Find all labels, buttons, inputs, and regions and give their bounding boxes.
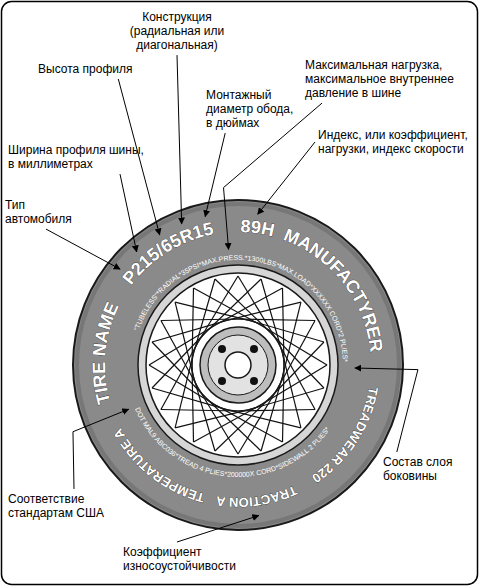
hub-center [225, 352, 251, 378]
callout-label: Состав слоя боковины [383, 455, 475, 483]
sidewall-marking: P215/65R15 [119, 218, 215, 288]
leader-line [177, 55, 182, 224]
text-on-path: 89H [240, 216, 276, 240]
leader-line [46, 229, 120, 269]
callout-label: Монтажный диаметр обода, в дюймах [206, 88, 302, 130]
leader-line [177, 516, 259, 542]
text-on-path: TRACTION A [215, 483, 300, 510]
spoke-line [205, 279, 261, 332]
spoke-line [215, 398, 271, 451]
callout-label: Тип автомобиля [5, 198, 87, 226]
spoke-line [282, 302, 300, 377]
text-on-path: TIRE NAME [89, 299, 123, 406]
sidewall-marking: TRACTION A [215, 483, 300, 510]
rim-inner [192, 319, 284, 411]
callout-label: Высота профиля [38, 62, 132, 76]
hub-plate [208, 335, 268, 395]
spoke-line [271, 342, 324, 398]
leader-line [258, 142, 315, 214]
spoke-line [152, 342, 205, 398]
tire [73, 200, 403, 530]
spoke-line [175, 409, 250, 427]
sidewall-marking: 89H [240, 216, 276, 240]
callout-label: Максимальная нагрузка, максимальное внут… [305, 58, 475, 100]
tire-outer [73, 200, 403, 530]
sidewall-marking: MANUFACTYRER [281, 225, 386, 354]
lug-nut [218, 377, 226, 385]
leader-line [205, 133, 225, 216]
callout-label: Соответствие стандартам США [8, 492, 118, 520]
text-on-path: "TUBELESS"*RADIAL*35PSI*MAX.PRESS.*1300L… [133, 254, 349, 362]
spoke-line [226, 302, 301, 320]
lug-nut [250, 345, 258, 353]
lug-nut [250, 377, 258, 385]
text-on-path: MANUFACTYRER [281, 225, 386, 354]
sidewall-marking: TIRE NAME [89, 299, 123, 406]
rim-edge [138, 265, 338, 465]
callout-label: Коэффициент износоустойчивости [123, 545, 258, 573]
sidewall-small-print: "TUBELESS"*RADIAL*35PSI*MAX.PRESS.*1300L… [133, 254, 349, 362]
callout-label: Конструкция (радиальная или диагональная… [118, 10, 236, 52]
lug-nut [218, 345, 226, 353]
spoke-line [175, 302, 193, 377]
leader-line [120, 174, 137, 252]
rim [146, 273, 330, 457]
tire-shade [77, 204, 399, 526]
callout-label: Ширина профиля шины, в миллиметрах [8, 143, 148, 171]
hub [200, 327, 276, 403]
sidewall-small-print: DOT MAL9 ABC036*TREAD 4 PLIES*200000X CO… [134, 406, 331, 478]
rim-spokes [149, 276, 327, 454]
callout-label: Индекс, или коэффициент, нагрузки, индек… [318, 128, 476, 156]
text-on-path: P215/65R15 [119, 218, 215, 288]
text-on-path: DOT MAL9 ABC036*TREAD 4 PLIES*200000X CO… [134, 406, 331, 478]
